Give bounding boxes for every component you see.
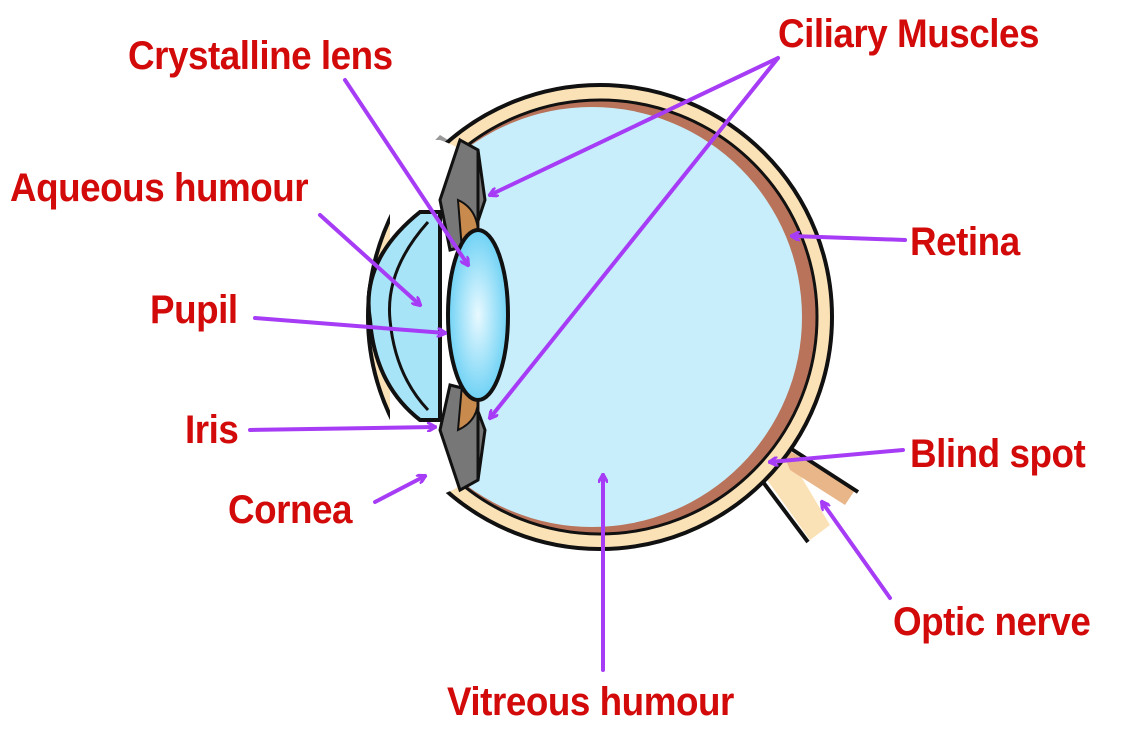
label-retina: Retina bbox=[910, 220, 1020, 264]
arrow-aqueous-humour bbox=[318, 213, 420, 305]
label-iris: Iris bbox=[185, 408, 239, 452]
arrow-optic-nerve bbox=[822, 502, 892, 600]
label-pupil: Pupil bbox=[150, 288, 238, 332]
arrow-ciliary-lower bbox=[490, 56, 780, 418]
label-aqueous-humour: Aqueous humour bbox=[10, 166, 309, 210]
arrow-pupil bbox=[253, 316, 445, 333]
label-crystalline-lens: Crystalline lens bbox=[128, 34, 393, 78]
vitreous-humour-shape bbox=[382, 107, 802, 527]
label-ciliary-muscles: Ciliary Muscles bbox=[778, 12, 1040, 56]
arrow-retina bbox=[792, 236, 907, 242]
label-cornea: Cornea bbox=[228, 488, 353, 532]
arrow-blind-spot bbox=[770, 448, 905, 462]
label-vitreous-humour: Vitreous humour bbox=[447, 680, 734, 724]
label-optic-nerve: Optic nerve bbox=[893, 600, 1091, 644]
arrow-ciliary-upper bbox=[490, 56, 780, 195]
crystalline-lens-shape bbox=[446, 228, 510, 402]
arrow-crystalline-lens bbox=[343, 78, 468, 265]
arrow-cornea bbox=[373, 476, 425, 504]
arrow-iris bbox=[248, 427, 435, 430]
label-blind-spot: Blind spot bbox=[910, 432, 1086, 476]
